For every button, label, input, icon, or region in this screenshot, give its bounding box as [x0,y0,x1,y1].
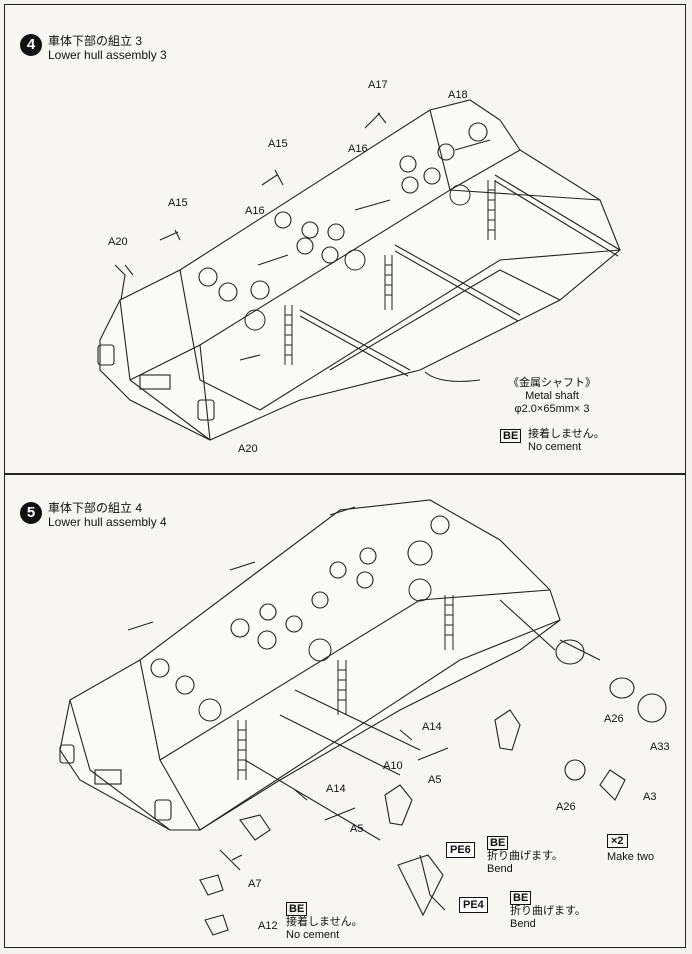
bend-en: Bend [487,863,513,875]
part-label-a15: A15 [268,138,288,150]
bend-jp: 折り曲げます。 [510,905,586,917]
step5-title-en: Lower hull assembly 4 [48,515,167,529]
part-label-a3: A3 [643,791,657,803]
be-badge: BE [286,902,308,916]
step4-title-en: Lower hull assembly 3 [48,48,167,62]
pe4-badge: PE4 [459,897,488,913]
part-label-a5: A5 [350,823,364,835]
part-label-a14: A14 [326,783,346,795]
step4-title-jp: 車体下部の組立 3 [48,34,143,48]
no-cement-en: No cement [528,441,582,453]
step4-hull-drawing [97,99,621,441]
no-cement-en: No cement [286,929,340,941]
part-label-a26: A26 [556,801,576,813]
make-two-badge: ×2 [607,834,628,848]
metal-shaft-jp: 《金属シャフト》 [508,377,596,389]
bend-en: Bend [510,918,536,930]
part-label-a26: A26 [604,713,624,725]
be-badge: BE [510,891,532,905]
no-cement-jp: 接着しません。 [528,428,605,440]
step5-number-badge: 5 [20,502,42,524]
part-label-a33: A33 [650,741,670,753]
step-divider [4,473,686,475]
no-cement-note: BE 接着しません。 No cement [286,902,363,942]
bend-note-1: BE 折り曲げます。 Bend [487,836,563,876]
part-label-a14: A14 [422,721,442,733]
part-label-a16: A16 [245,205,265,217]
metal-shaft-en: Metal shaft [525,390,579,402]
step5-hull-drawing [59,499,667,936]
part-label-a17: A17 [368,79,388,91]
part-label-a15: A15 [168,197,188,209]
metal-shaft-spec: φ2.0×65mm× 3 [514,403,590,415]
bend-jp: 折り曲げます。 [487,850,563,862]
pe6-badge: PE6 [446,842,475,858]
make-two-text: Make two [607,851,655,863]
bend-note-2: BE 折り曲げます。 Bend [510,891,586,931]
metal-shaft-note: 《金属シャフト》 Metal shaft φ2.0×65mm× 3 [497,377,607,416]
part-label-a18: A18 [448,89,468,101]
part-label-a20: A20 [238,443,258,455]
part-label-a5: A5 [428,774,442,786]
part-label-a12: A12 [258,920,278,932]
part-label-a20: A20 [108,236,128,248]
part-label-a7: A7 [248,878,262,890]
no-cement-jp: 接着しません。 [286,916,363,928]
step5-title-jp: 車体下部の組立 4 [48,501,143,515]
part-label-a10: A10 [383,760,403,772]
step4-number-badge: 4 [20,34,42,56]
no-cement-note: BE 接着しません。 No cement [500,428,605,454]
be-badge: BE [500,429,522,443]
be-badge: BE [487,836,509,850]
part-label-a16: A16 [348,143,368,155]
